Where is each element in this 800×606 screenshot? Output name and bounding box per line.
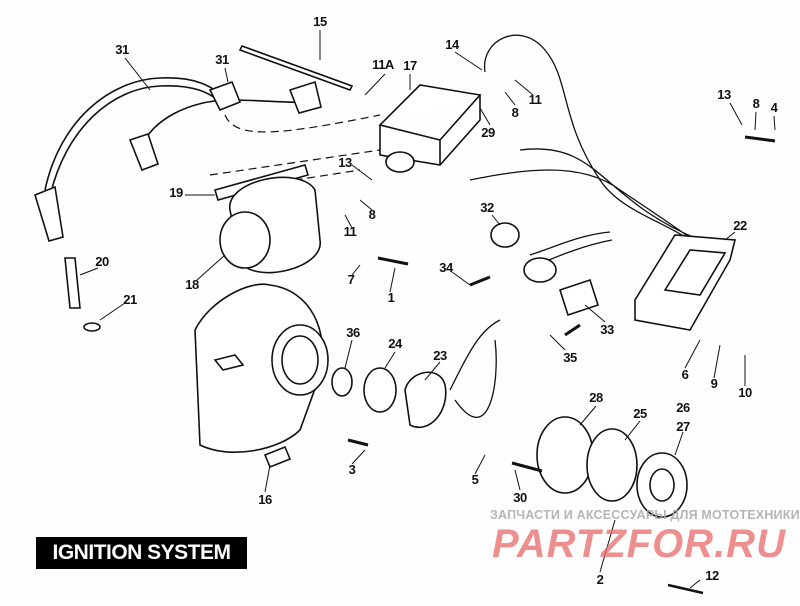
clip [263, 445, 292, 469]
part-callout: 30 [513, 490, 527, 505]
part-callout: 2 [596, 572, 604, 587]
part-callout: 28 [589, 390, 603, 405]
part-callout: 13 [338, 155, 352, 170]
part-callout: 31 [115, 42, 129, 57]
part-callout: 35 [563, 350, 577, 365]
part-callout: 36 [346, 325, 360, 340]
part-callout: 24 [388, 336, 402, 351]
part-callout: 16 [258, 492, 272, 507]
cable-tie [238, 45, 354, 91]
part-callout: 25 [633, 406, 647, 421]
spark-plug [64, 257, 81, 309]
part-callout: 1 [387, 290, 395, 305]
part-callout: 12 [705, 568, 719, 583]
part-callout: 17 [403, 58, 417, 73]
part-callout: 29 [481, 125, 495, 140]
part-callout: 4 [770, 100, 778, 115]
part-callout: 7 [347, 272, 355, 287]
part-callout: 8 [752, 96, 760, 111]
part-callout: 15 [313, 14, 327, 29]
part-callout: 27 [676, 419, 690, 434]
part-callout: 34 [439, 260, 453, 275]
part-callout: 11 [528, 92, 542, 107]
part-callout: 33 [600, 322, 614, 337]
part-callout: 20 [95, 254, 109, 269]
part-callout: 18 [185, 277, 199, 292]
part-callout: 31 [215, 52, 229, 67]
disc-28 [536, 416, 594, 494]
spark-plug-wire [44, 77, 223, 191]
part-callout: 19 [169, 185, 183, 200]
ignition-coil [378, 84, 482, 166]
sensor-plate [404, 371, 447, 428]
part-callout: 13 [717, 87, 731, 102]
spark-plug-boot [208, 80, 322, 114]
part-callout: 26 [676, 400, 690, 415]
part-callout: 11 [343, 224, 357, 239]
part-callout: 32 [480, 200, 494, 215]
disc-27 [636, 452, 688, 518]
part-callout: 6 [681, 367, 689, 382]
part-callout: 11A [372, 57, 394, 72]
part-callout: 22 [733, 218, 747, 233]
spark-plug-wire [49, 85, 219, 197]
part-callout: 8 [368, 207, 376, 222]
spark-plug-boot [34, 185, 64, 242]
part-callout: 10 [738, 385, 752, 400]
connector [558, 278, 600, 317]
part-callout: 23 [433, 348, 447, 363]
part-callout: 21 [123, 292, 137, 307]
disc-25 [586, 428, 638, 502]
spark-plug-boot [128, 132, 160, 172]
ignition-module [634, 234, 737, 331]
part-callout: 5 [471, 472, 479, 487]
part-callout: 8 [511, 105, 519, 120]
leader-lines [79, 30, 776, 589]
part-callout: 9 [710, 376, 718, 391]
watermark-brand: PARTZFOR.RU [492, 522, 786, 566]
diagram-title: IGNITION SYSTEM [36, 537, 247, 569]
watermark-tagline: ЗАПЧАСТИ И АКСЕССУАРЫ ДЛЯ МОТОТЕХНИКИ [490, 508, 800, 522]
part-callout: 3 [348, 462, 356, 477]
part-callout: 14 [445, 37, 459, 52]
